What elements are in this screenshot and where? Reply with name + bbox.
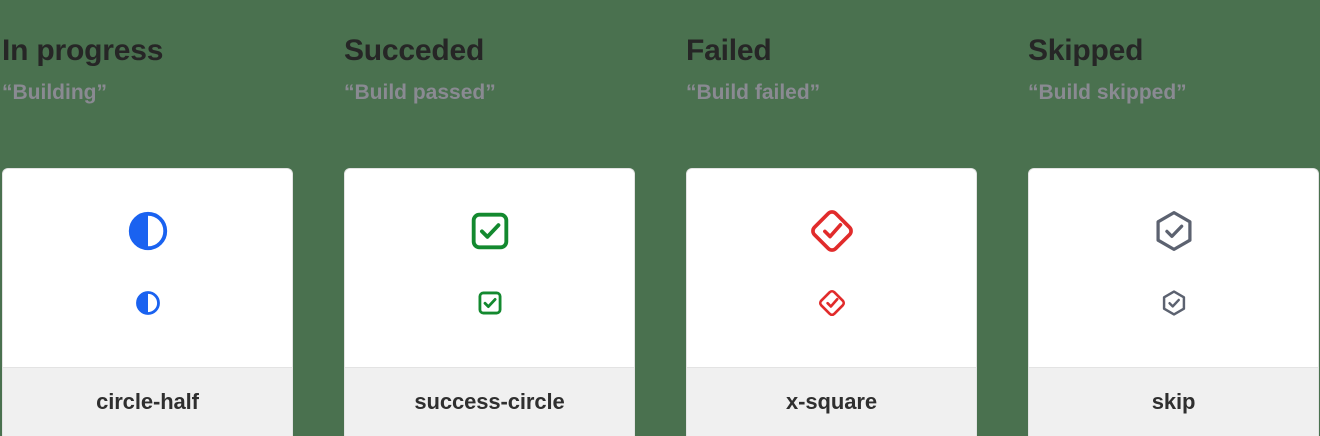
icon-card-skip[interactable]: skip bbox=[1028, 168, 1319, 436]
status-column-succeded: Succeded “Build passed” bbox=[342, 0, 684, 436]
icon-card-success-circle[interactable]: success-circle bbox=[344, 168, 635, 436]
icon-name-label: skip bbox=[1151, 389, 1196, 414]
circle-half-icon-small bbox=[135, 290, 161, 316]
icon-large-slot bbox=[807, 203, 857, 259]
column-header: Failed “Build failed” bbox=[684, 0, 1026, 106]
status-subtitle: “Build skipped” bbox=[1028, 81, 1187, 104]
status-subtitle: “Build passed” bbox=[344, 81, 496, 104]
icon-preview-area bbox=[1029, 169, 1318, 367]
icon-card-circle-half[interactable]: circle-half bbox=[2, 168, 293, 436]
icon-small-slot bbox=[135, 275, 161, 331]
icon-name-label: circle-half bbox=[96, 389, 199, 414]
icon-name-label: x-square bbox=[786, 389, 877, 414]
icon-card-x-square[interactable]: x-square bbox=[686, 168, 977, 436]
icon-large-slot bbox=[126, 203, 170, 259]
status-title: In progress bbox=[2, 34, 164, 67]
icon-small-slot bbox=[477, 275, 503, 331]
icon-preview-area bbox=[3, 169, 292, 367]
skip-icon-small bbox=[1160, 289, 1188, 317]
icon-small-slot bbox=[1160, 275, 1188, 331]
x-square-icon bbox=[807, 206, 857, 256]
icon-small-slot bbox=[817, 275, 847, 331]
icon-card-footer: success-circle bbox=[345, 367, 634, 436]
icon-card-footer: skip bbox=[1029, 367, 1318, 436]
status-title: Skipped bbox=[1028, 34, 1144, 67]
icon-preview-area bbox=[345, 169, 634, 367]
x-square-icon-small bbox=[817, 288, 847, 318]
icon-card-footer: x-square bbox=[687, 367, 976, 436]
success-circle-icon bbox=[468, 209, 512, 253]
status-column-in-progress: In progress “Building” bbox=[0, 0, 342, 436]
success-circle-icon-small bbox=[477, 290, 503, 316]
icon-name-label: success-circle bbox=[414, 389, 565, 414]
icon-large-slot bbox=[468, 203, 512, 259]
column-header: Skipped “Build skipped” bbox=[1026, 0, 1320, 106]
circle-half-icon bbox=[126, 209, 170, 253]
status-column-failed: Failed “Build failed” bbox=[684, 0, 1026, 436]
skip-icon bbox=[1151, 208, 1197, 254]
status-title: Failed bbox=[686, 34, 772, 67]
icon-large-slot bbox=[1151, 203, 1197, 259]
column-header: Succeded “Build passed” bbox=[342, 0, 684, 106]
icon-card-footer: circle-half bbox=[3, 367, 292, 436]
status-subtitle: “Building” bbox=[2, 81, 107, 104]
column-header: In progress “Building” bbox=[0, 0, 342, 106]
status-column-skipped: Skipped “Build skipped” bbox=[1026, 0, 1320, 436]
status-subtitle: “Build failed” bbox=[686, 81, 821, 104]
status-title: Succeded bbox=[344, 34, 485, 67]
icon-preview-area bbox=[687, 169, 976, 367]
